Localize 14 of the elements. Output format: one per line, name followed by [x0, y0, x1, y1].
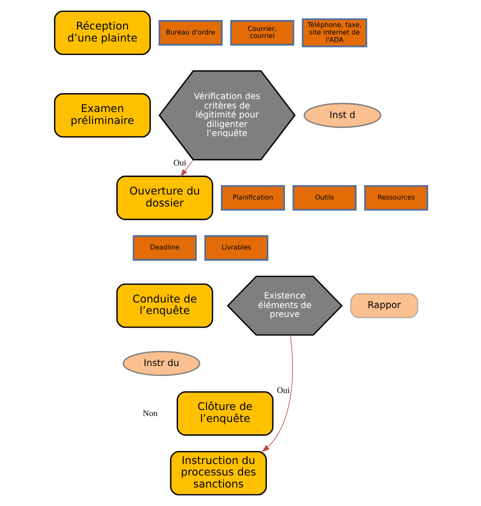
arrow — [180, 160, 194, 178]
node-ellipse: Inst d — [303, 102, 381, 128]
edge-label: Oui — [172, 158, 186, 168]
node-ellipse: Instr du — [122, 350, 200, 376]
node-box: Instruction du processus des sanctions — [170, 450, 266, 496]
node-box: Ouverture du dossier — [116, 176, 213, 220]
node-box: Clôture de l’enquête — [176, 391, 273, 436]
label: Non — [142, 408, 158, 418]
arrow — [261, 334, 292, 452]
node-box: Rappor — [350, 293, 418, 318]
node-box: Réception d’une plainte — [54, 10, 150, 56]
node-box: Conduite de l’enquête — [116, 283, 213, 328]
node-box: Examen préliminaire — [54, 93, 150, 138]
edge-label: Oui — [276, 384, 290, 395]
